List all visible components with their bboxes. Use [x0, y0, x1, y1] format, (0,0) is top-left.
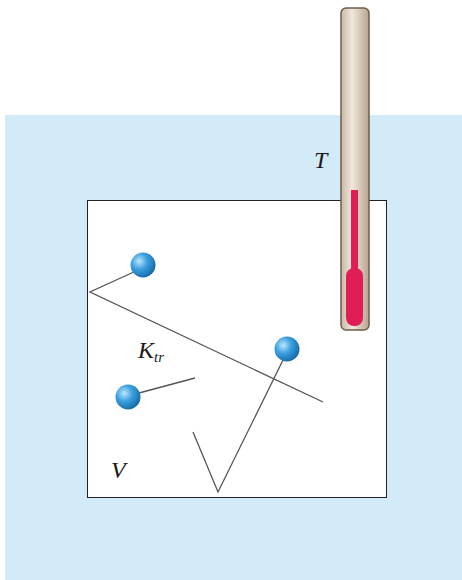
- subscript-label: tr: [154, 350, 164, 365]
- molecules: [116, 253, 300, 410]
- water-bath: [5, 115, 462, 580]
- temperature-label: T: [314, 148, 327, 172]
- energy-label: K: [138, 338, 154, 362]
- volume-label: V: [111, 458, 126, 482]
- trajectory-lines: [90, 271, 323, 492]
